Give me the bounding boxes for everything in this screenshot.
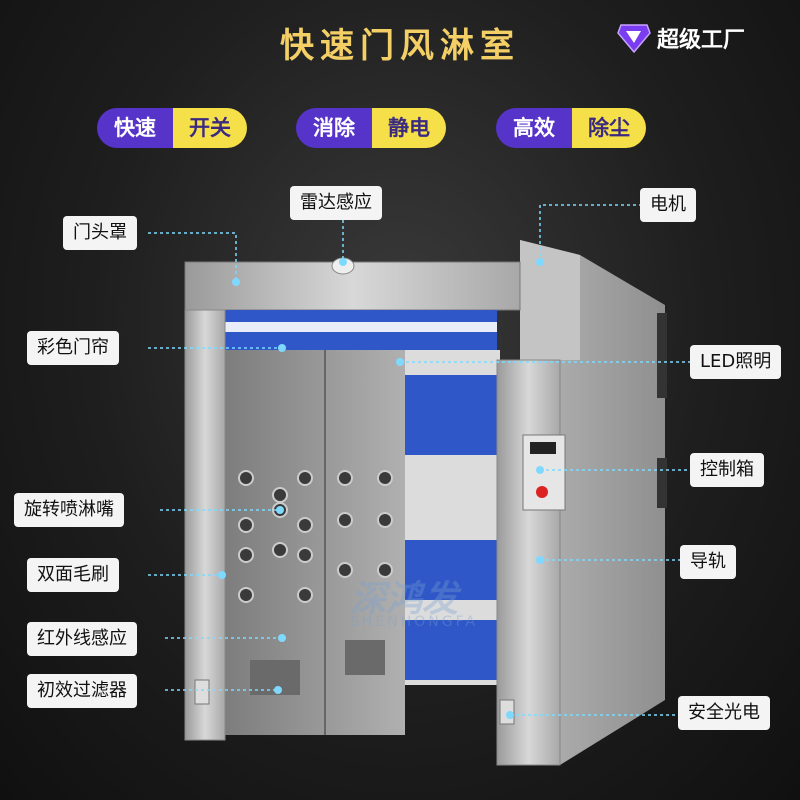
feature-left: 消除 — [296, 108, 372, 148]
watermark-en: SHENHONGFA — [350, 614, 478, 630]
label-control: 控制箱 — [690, 453, 764, 487]
motor-box — [657, 313, 667, 398]
feature-right: 开关 — [173, 108, 247, 148]
label-hood: 门头罩 — [63, 216, 137, 250]
label-infrared: 红外线感应 — [27, 622, 137, 656]
diamond-logo-icon — [617, 24, 651, 53]
feature-pill-antistatic: 消除 静电 — [296, 108, 446, 148]
label-nozzle: 旋转喷淋嘴 — [14, 493, 124, 527]
label-brush: 双面毛刷 — [27, 558, 119, 592]
label-motor: 电机 — [640, 188, 696, 222]
label-guide: 导轨 — [680, 545, 736, 579]
feature-pill-fast-switch: 快速 开关 — [97, 108, 247, 148]
label-led: LED照明 — [690, 345, 782, 379]
left-frame — [184, 309, 226, 741]
leader-dots — [218, 258, 544, 719]
feature-pill-dust-removal: 高效 除尘 — [496, 108, 646, 148]
curtain-panel — [405, 540, 500, 600]
label-radar: 雷达感应 — [290, 186, 382, 220]
filter-vent — [345, 640, 385, 675]
brand-logo: 超级工厂 — [617, 22, 745, 54]
feature-left: 高效 — [496, 108, 572, 148]
watermark-cn: 深鸿发 — [350, 579, 459, 620]
feature-left: 快速 — [97, 108, 173, 148]
page-title: 快速门风淋室 — [280, 26, 520, 66]
curtain-panel — [405, 375, 500, 455]
curtain-panel — [405, 620, 500, 680]
label-filter: 初效过滤器 — [27, 674, 137, 708]
label-safety: 安全光电 — [678, 696, 770, 730]
feature-right: 静电 — [372, 108, 446, 148]
label-curtain: 彩色门帘 — [27, 331, 119, 365]
feature-right: 除尘 — [572, 108, 646, 148]
brand-name: 超级工厂 — [657, 28, 746, 53]
leader-lines — [148, 204, 690, 716]
right-frame — [496, 359, 561, 766]
